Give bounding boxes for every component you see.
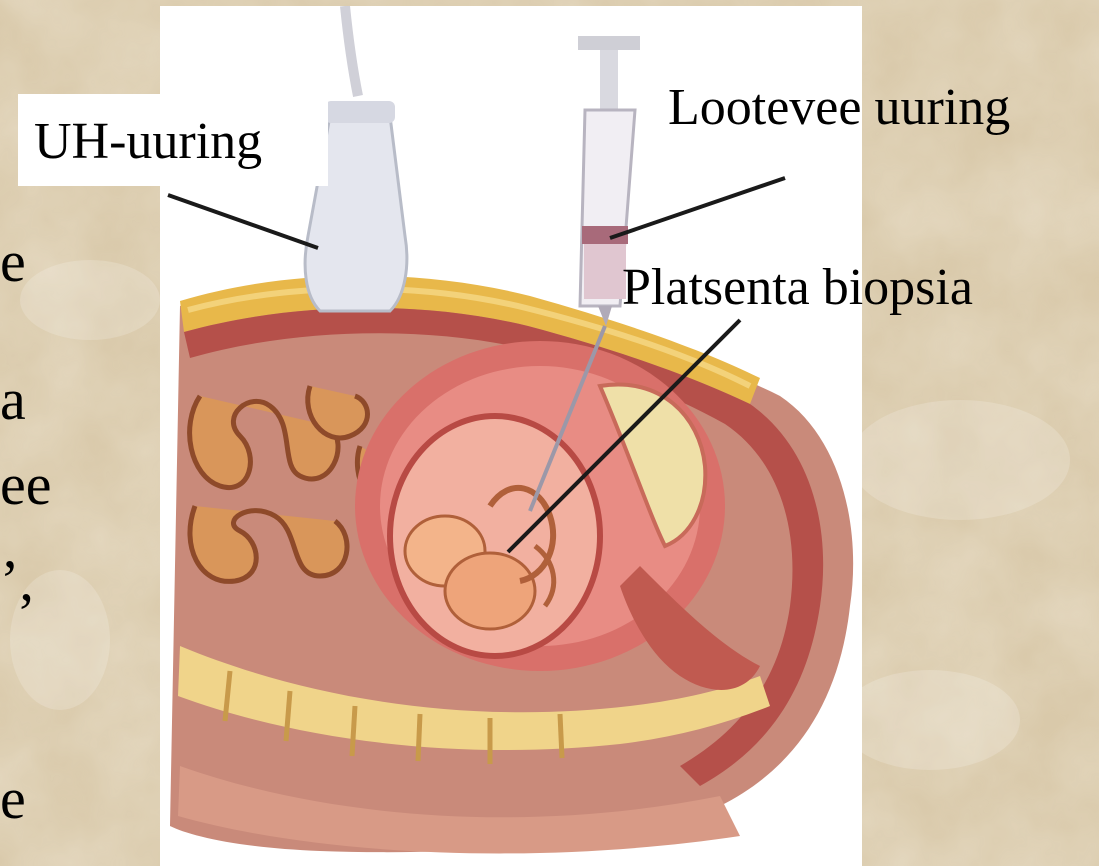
label-placenta: Platsenta biopsia xyxy=(622,262,973,314)
left-text-fragment: a xyxy=(0,371,26,429)
label-amniotic: Lootevee uuring xyxy=(668,82,1010,134)
left-text-fragment: e xyxy=(0,233,26,291)
left-text-fragment: ee xyxy=(0,456,52,514)
left-text-fragment: e xyxy=(0,770,26,828)
label-ultrasound-text: UH-uuring xyxy=(34,116,262,168)
left-text-fragment: ’, xyxy=(0,552,34,610)
label-ultrasound: UH-uuring xyxy=(18,94,328,186)
